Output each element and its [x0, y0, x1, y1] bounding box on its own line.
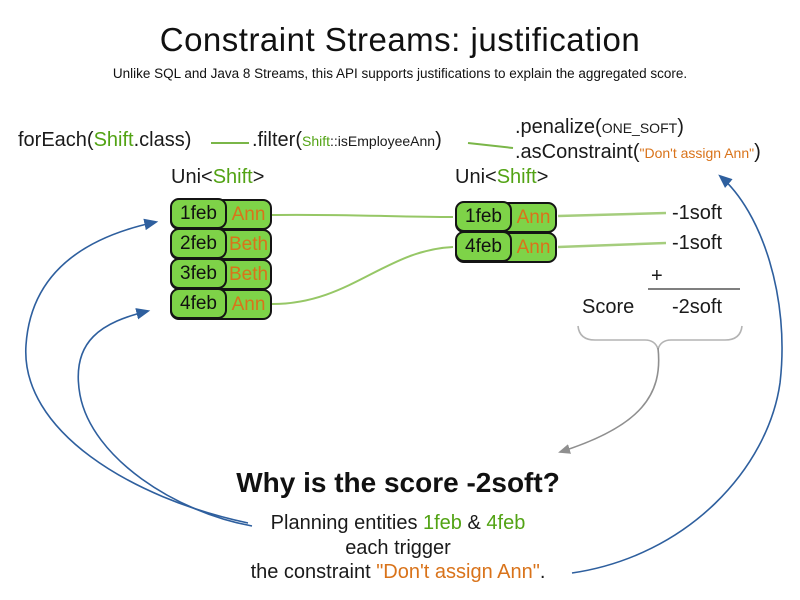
uni-shift-label-right: Uni<Shift> [455, 166, 548, 189]
code-penalize-post: ) [677, 116, 684, 138]
code-penalize-arg: ONE_SOFT [601, 120, 678, 136]
why-line-trigger: each trigger [345, 537, 451, 559]
shift-employee-cell: Beth [228, 263, 269, 285]
uni-shift-label-left: Uni<Shift> [171, 166, 264, 189]
entity-arrow-to-4feb-icon [77, 308, 253, 527]
left-table-row-2feb: 2feb Beth [170, 228, 272, 260]
why-line-entities: Planning entities 1feb & 4feb [0, 512, 796, 535]
code-asconstraint-post: ) [754, 141, 761, 163]
shift-employee-cell: Ann [516, 206, 551, 228]
shift-employee-cell: Ann [231, 293, 266, 315]
score-label: Score [582, 296, 635, 318]
shift-date-cell: 4feb [455, 231, 512, 262]
match-score-2: -1soft [672, 232, 723, 254]
score-brace [577, 325, 743, 352]
uni-right-pre: Uni< [455, 166, 497, 188]
code-filter-arg-class: Shift [302, 133, 331, 149]
code-filter-post: ) [435, 129, 442, 151]
why-line3-pre: the constraint [250, 561, 377, 583]
why-heading: Why is the score -2soft? [236, 467, 560, 498]
code-foreach: forEach(Shift.class) [18, 129, 191, 152]
stream-link-filter-penalize [467, 142, 514, 149]
code-penalize-pre: .penalize( [515, 116, 602, 138]
uni-left-pre: Uni< [171, 166, 213, 188]
code-asconstraint-arg: "Don't assign Ann" [639, 145, 755, 161]
why-line1-mid: & [461, 512, 487, 534]
match-score-1: -1soft [672, 202, 723, 224]
score-link-4feb [557, 241, 667, 249]
shift-date-cell: 2feb [170, 228, 227, 259]
match-link-4feb [271, 246, 454, 305]
shift-employee-cell: Ann [516, 236, 551, 258]
uni-right-post: > [536, 166, 549, 188]
why-entity-1feb: 1feb [423, 512, 462, 534]
code-foreach-post: .class) [133, 129, 192, 151]
shift-employee-cell: Ann [231, 203, 266, 225]
shift-date-cell: 1feb [170, 198, 227, 229]
entity-arrow-to-1feb-icon [25, 218, 249, 524]
page-subtitle: Unlike SQL and Java 8 Streams, this API … [112, 66, 688, 81]
right-table-row-1feb: 1feb Ann [455, 201, 557, 233]
why-entity-4feb: 4feb [486, 512, 526, 534]
why-line3-post: . [539, 561, 546, 583]
plus-sign: + [651, 265, 663, 287]
left-table-row-3feb: 3feb Beth [170, 258, 272, 290]
shift-date-cell: 4feb [170, 288, 227, 319]
shift-employee-cell: Beth [228, 233, 269, 255]
right-table-row-4feb: 4feb Ann [455, 231, 557, 263]
left-table-row-4feb: 4feb Ann [170, 288, 272, 320]
code-foreach-class: Shift [93, 129, 134, 151]
code-asconstraint: .asConstraint("Don't assign Ann") [515, 141, 761, 164]
left-table-row-1feb: 1feb Ann [170, 198, 272, 230]
match-link-1feb [271, 213, 454, 218]
shift-date-cell: 1feb [455, 201, 512, 232]
score-to-why-arrow-icon [558, 347, 660, 454]
code-asconstraint-pre: .asConstraint( [515, 141, 640, 163]
why-line-constraint: the constraint "Don't assign Ann". [0, 561, 796, 584]
code-filter-arg-rest: ::isEmployeeAnn [330, 133, 436, 149]
uni-right-class: Shift [496, 166, 537, 188]
why-constraint-name: "Don't assign Ann" [376, 561, 540, 583]
code-penalize: .penalize(ONE_SOFT) [515, 116, 684, 139]
score-total: -2soft [672, 296, 723, 318]
code-filter: .filter(Shift::isEmployeeAnn) [252, 129, 442, 152]
shift-date-cell: 3feb [170, 258, 227, 289]
uni-left-post: > [252, 166, 265, 188]
page-title: Constraint Streams: justification [159, 21, 641, 58]
constraint-arrow-icon [571, 174, 783, 574]
code-filter-pre: .filter( [252, 129, 302, 151]
score-link-1feb [557, 211, 667, 218]
why-line1-pre: Planning entities [270, 512, 423, 534]
uni-left-class: Shift [212, 166, 253, 188]
code-foreach-pre: forEach( [18, 129, 94, 151]
